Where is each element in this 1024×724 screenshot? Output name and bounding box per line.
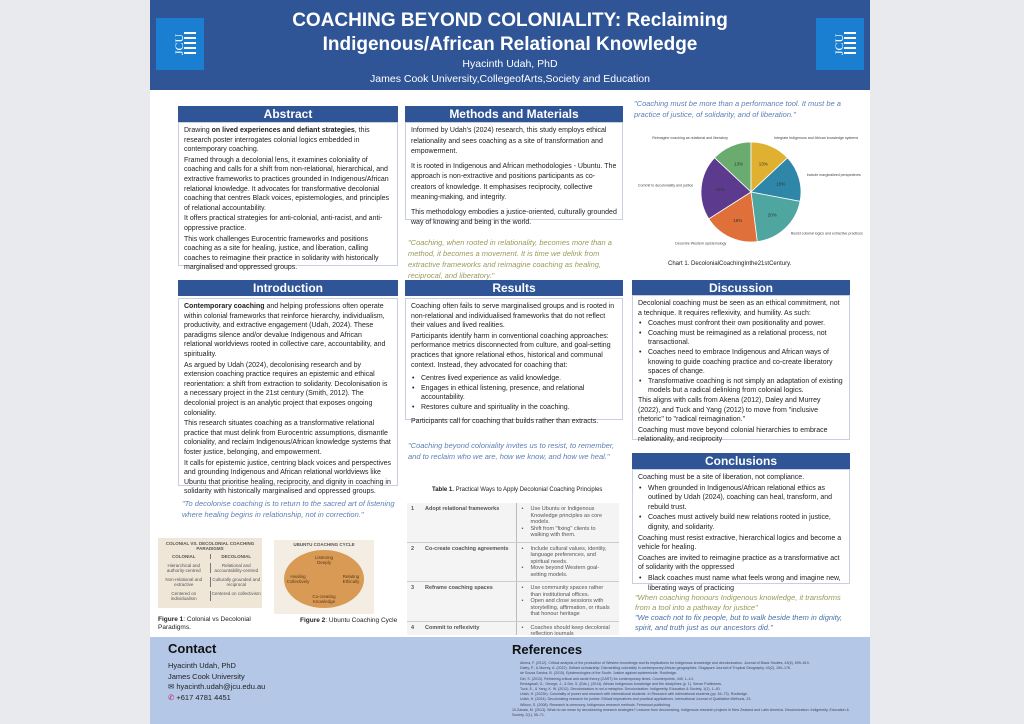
figure-1-caption: Figure 1: Colonial vs Decolonial Paradig… [158,616,251,631]
results-heading: Results [405,280,623,296]
pie-value-label: 15% [776,181,785,186]
email-icon: ✉ [168,682,177,691]
conclusion-item: Coaching must be a site of liberation, n… [638,474,805,481]
reference-item: de Sousa Santos, B. (2015). Epistemologi… [520,671,678,676]
contact-email[interactable]: hyacinth.udah@jcu.edu.au [176,682,266,691]
contact-heading: Contact [168,641,217,656]
pie-category-label: Reimagine coaching as relational and lib… [652,136,728,140]
figure-2-caption: Figure 2: Ubuntu Coaching Cycle [300,617,398,624]
introduction-heading: Introduction [178,280,398,296]
footer: Contact Hyacinth Udah, PhD James Cook Un… [150,637,870,724]
references-list: Akena, F. (2012). Critical analysis of t… [512,661,862,718]
results-body: Coaching often fails to serve marginalis… [405,298,623,425]
figure-2-ubuntu-cycle: UBUNTU COACHING CYCLE Listening Deeply R… [274,540,374,614]
pie-category-label: Resist colonial logics and extractive pr… [791,231,863,235]
references-heading: References [512,642,583,657]
pie-category-label: Include marginalized perspectives [807,173,861,177]
reference-item: Tuck, E., & Yang, K. W. (2012). Decoloni… [520,687,721,692]
pie-category-label: Integrate Indigenous and African knowled… [774,136,858,140]
reference-item: Emeagwali, G., George, J., & Dei, S. (Ed… [520,681,722,686]
phone-icon: ✆ [168,692,177,702]
results-quote: "Coaching beyond coloniality invites us … [408,441,615,461]
methods-quote: "Coaching, when rooted in relationality,… [408,238,612,280]
reference-item: Dei, S. (2013). Reframing critical anti-… [520,676,694,681]
pie-slice [708,191,758,243]
methods-body: Informed by Udah's (2024) research, this… [405,122,623,226]
author: Hyacinth Udah, PhD [462,58,558,70]
abstract-heading: Abstract [178,106,398,122]
reference-item: Udah, H. (2024). Decolonising research f… [520,697,752,702]
contact-name: Hyacinth Udah, PhD [168,661,236,670]
discussion-heading: Discussion [632,280,850,296]
pie-value-label: 18% [733,218,742,223]
table-row: 2Co-create coaching agreementsInclude cu… [407,542,619,582]
discussion-body: Decolonial coaching must be seen as an e… [632,295,850,443]
pie-chart: 13% Reimagine coaching as relational and … [638,136,863,246]
chart-caption: Chart 1. DecolonialCoachingInthe21stCent… [668,261,792,267]
conclusions-body: Coaching must be a site of liberation, n… [632,469,850,592]
pie-value-label: 13% [759,162,768,167]
contact-org: James Cook University [168,671,245,681]
reference-item: Akena, F. (2012). Critical analysis of t… [520,661,810,665]
poster: JCU JCU COACHING BEYOND COLONIALITY: Rec… [150,0,870,724]
conclusion-quote-1: "When coaching honours Indigenous knowle… [635,593,841,612]
contact-phone: +617 4781 4451 [176,692,231,702]
affiliation: James Cook University,CollegeofArts,Soci… [370,73,650,85]
pie-value-label: 20% [768,213,777,218]
reference-item: Daley, P., & Murrey, A. (2022). Defiant … [520,666,792,671]
conclusion-item: When grounded in Indigenous/African rela… [638,484,844,513]
reference-item: 10.Zavala, M. (2013). What do we mean by… [512,707,849,718]
pie-slice [700,157,752,220]
reference-item: Udah, H. (2023b). Coloniality of power a… [520,692,749,697]
top-right-quote: "Coaching must be more than a performanc… [634,99,841,119]
conclusion-item: Coaches are invited to reimagine practic… [638,554,840,572]
jcu-logo-right: JCU [816,18,864,70]
methods-heading: Methods and Materials [405,106,623,122]
conclusion-quote-2: "We coach not to fix people, but to walk… [635,613,843,632]
conclusion-item: Black coaches must name what feels wrong… [638,574,844,593]
introduction-body: Contemporary coaching and helping profes… [178,298,398,495]
introduction-quote: "To decolonise coaching is to return to … [182,499,395,519]
reference-item: Wilson, S. (2008). Research is ceremony:… [520,702,671,707]
pie-value-label: 21% [716,187,725,192]
pie-slice [750,191,801,243]
conclusion-item: Coaches must actively build new relation… [638,513,844,532]
poster-header: JCU JCU COACHING BEYOND COLONIALITY: Rec… [150,0,870,90]
figure-1-colonial-vs-decolonial: COLONIAL VS. DECOLONIAL COACHING PARADIG… [158,538,262,608]
conclusion-item: Coaching must resist extractive, hierarc… [638,534,842,552]
abstract-body: Drawing on lived experiences and defiant… [178,122,398,271]
pie-category-label: Decentre Western epistemology [675,241,726,245]
pie-category-label: Commit to decoloniality and justice [638,184,693,188]
table-caption: Table 1. Practical Ways to Apply Decolon… [432,487,603,493]
pie-value-label: 13% [734,162,743,167]
conclusions-heading: Conclusions [632,453,850,469]
jcu-logo-left: JCU [156,18,204,70]
contact-details: Hyacinth Udah, PhD James Cook University… [168,661,265,703]
